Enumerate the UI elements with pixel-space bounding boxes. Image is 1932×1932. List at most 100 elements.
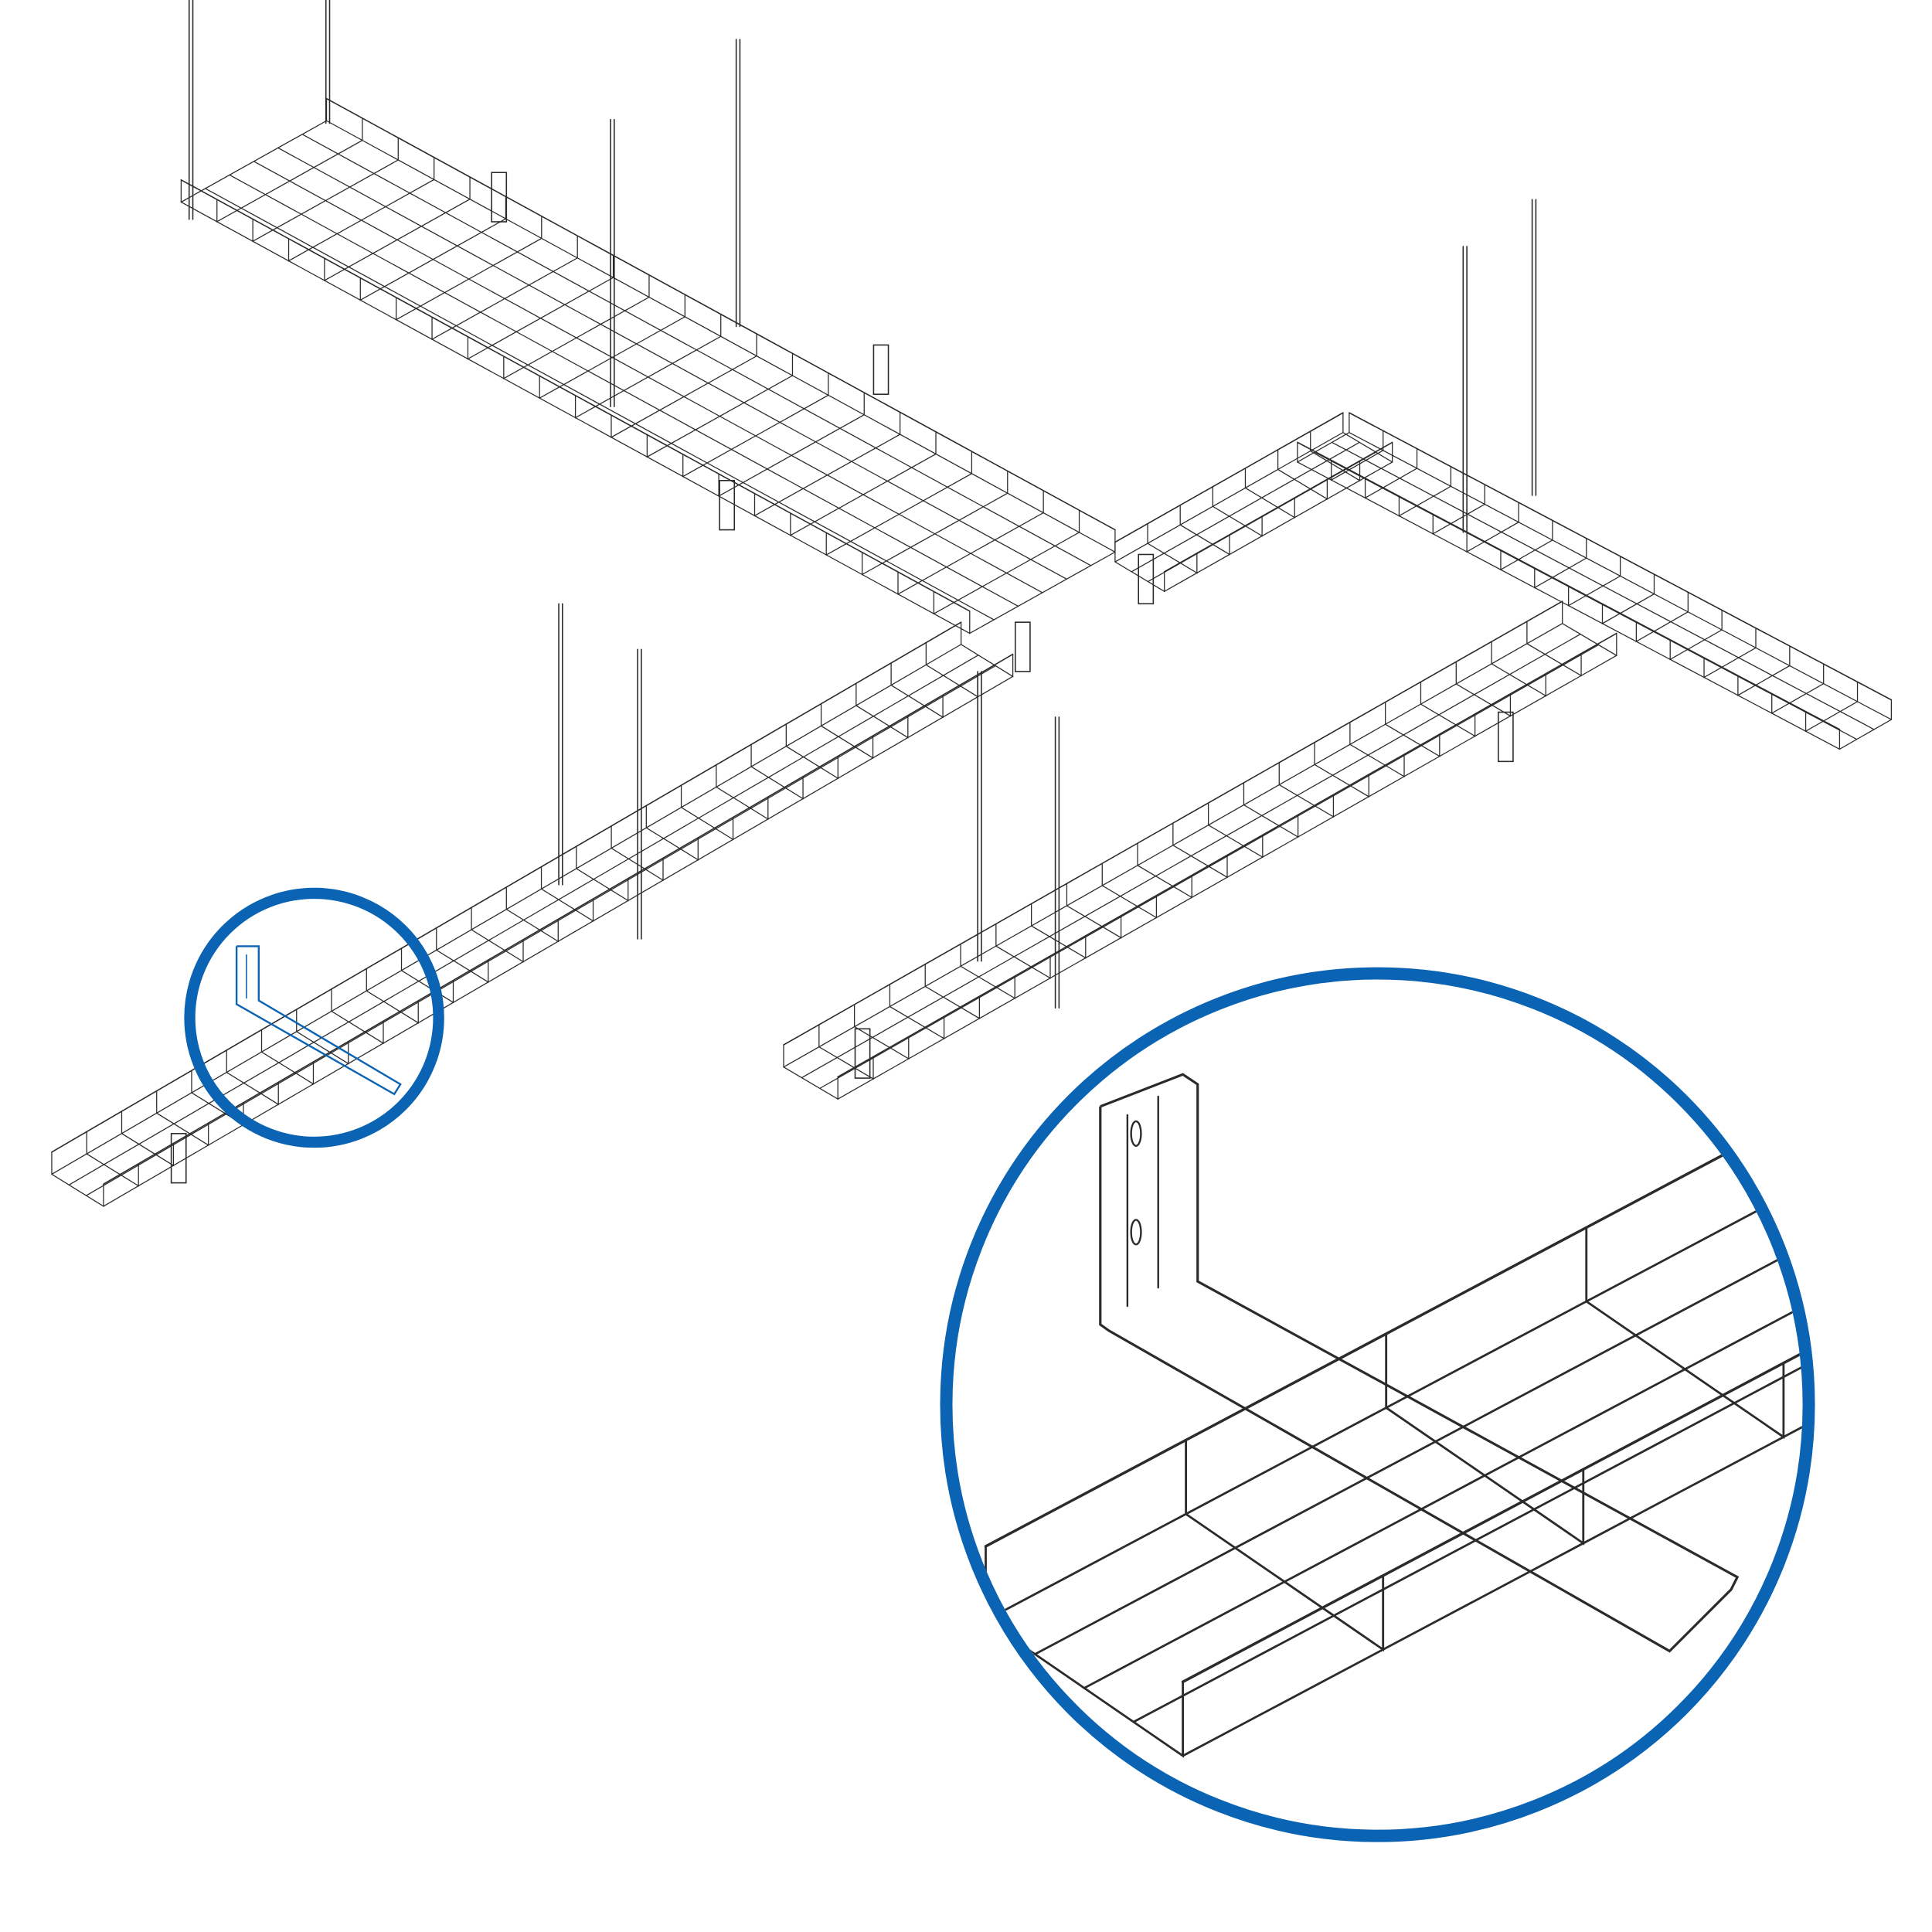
tray-cross-wire: [1703, 628, 1757, 679]
highlighted-wall-bracket: [235, 945, 402, 1096]
wire-mesh-trays: [51, 97, 1893, 1208]
tray-cross-wire: [1562, 601, 1617, 657]
tray-cross-wire: [260, 1029, 315, 1085]
tray-top-rail: [1114, 412, 1344, 543]
cable-tray-section: [1297, 412, 1893, 750]
tray-cross-wire: [1568, 556, 1621, 607]
callout-ring-small: [184, 887, 444, 1148]
tray-cross-wire: [396, 216, 543, 321]
tray-floor-wire: [1164, 461, 1393, 592]
tray-cross-wire: [897, 490, 1044, 595]
tray-cross-wire: [861, 471, 1009, 576]
tray-cross-wire: [820, 703, 874, 759]
tray-cross-wire: [855, 683, 909, 739]
tray-cross-wire: [1342, 413, 1393, 464]
detail-callout-magnified: [940, 967, 1815, 1842]
tray-top-rail: [103, 653, 1014, 1185]
tray-cross-wire: [1601, 574, 1655, 624]
tray-cross-wire: [1534, 538, 1587, 589]
tray-cross-wire: [1385, 1333, 1585, 1546]
tray-cross-wire: [331, 988, 384, 1045]
tray-cross-wire: [574, 314, 722, 419]
tray-cross-wire: [1526, 621, 1582, 677]
tray-cross-wire: [1838, 699, 1893, 750]
tray-cross-wire: [1297, 413, 1350, 463]
tray-cross-wire: [1432, 484, 1485, 535]
support-bracket: [1497, 711, 1514, 763]
tray-cross-wire: [1212, 486, 1263, 537]
tray-cross-wire: [1185, 1440, 1385, 1652]
tray-cross-wire: [1277, 449, 1328, 500]
tray-cross-wire: [1310, 431, 1361, 481]
tray-cross-wire: [467, 255, 614, 360]
magnified-detail: [984, 1073, 1803, 1758]
tray-cross-wire: [682, 372, 829, 478]
tray-cross-wire: [1331, 430, 1384, 481]
tray-cross-wire: [180, 98, 328, 203]
tray-cross-wire: [960, 944, 1015, 999]
support-bracket: [872, 344, 889, 396]
tray-cross-wire: [1243, 782, 1299, 838]
tray-cross-wire: [1349, 722, 1405, 777]
tray-cross-wire: [1179, 505, 1230, 556]
tray-cross-wire: [646, 353, 794, 458]
tray-cross-wire: [785, 724, 838, 780]
tray-cross-wire: [1066, 883, 1122, 939]
support-bracket: [1014, 621, 1031, 672]
bracket-slot: [1130, 1120, 1142, 1147]
tray-cross-wire: [1114, 542, 1165, 593]
tray-cross-wire: [889, 984, 945, 1040]
tray-cross-wire: [86, 1131, 139, 1187]
tray-cross-wire: [1137, 843, 1192, 899]
tray-cross-wire: [783, 1045, 838, 1100]
tray-cross-wire: [825, 451, 973, 556]
tray-cross-wire: [925, 642, 978, 698]
tray-cross-wire: [216, 117, 363, 223]
support-bracket: [854, 1028, 871, 1079]
tray-cross-wire: [359, 196, 507, 301]
tray-cross-wire: [503, 274, 650, 379]
tray-cross-wire: [1669, 610, 1723, 661]
tray-cross-wire: [1491, 641, 1546, 697]
tray-cross-wire: [400, 948, 454, 1004]
tray-cross-wire: [324, 177, 471, 282]
tray-cross-wire: [1278, 762, 1335, 818]
tray-cross-wire: [539, 294, 685, 400]
cable-tray-section: [783, 600, 1617, 1100]
tray-cross-wire: [933, 510, 1080, 615]
tray-cross-wire: [1208, 802, 1264, 859]
tray-cross-wire: [296, 1009, 349, 1065]
tray-cross-wire: [540, 866, 594, 922]
support-bracket: [170, 1133, 187, 1184]
tray-cross-wire: [853, 1004, 910, 1060]
tray-floor-wire: [1182, 1329, 1803, 1757]
tray-cross-wire: [1635, 592, 1689, 643]
tray-cross-wire: [1771, 664, 1825, 715]
tray-top-rail: [1297, 441, 1841, 730]
callout-ring-large: [940, 967, 1815, 1842]
tray-cross-wire: [960, 622, 1014, 678]
tray-cross-wire: [366, 968, 419, 1024]
tray-cross-wire: [890, 662, 944, 719]
tray-cross-wire: [1500, 520, 1553, 571]
cable-tray-section: [51, 621, 1014, 1208]
tray-cross-wire: [1364, 448, 1418, 499]
tray-cross-wire: [995, 923, 1051, 979]
tray-cross-wire: [753, 412, 901, 517]
tray-cross-wire: [471, 907, 524, 963]
threaded-rods: [188, 0, 1537, 1009]
tray-cross-wire: [1466, 502, 1519, 553]
tray-cross-wire: [431, 236, 578, 341]
tray-cross-wire: [1785, 1121, 1803, 1333]
support-bracket: [491, 172, 508, 223]
tray-floor-wire: [1131, 441, 1360, 573]
wall-bracket-magnified: [1099, 1073, 1740, 1653]
tray-cross-wire: [1585, 1227, 1785, 1440]
bracket-slot: [1130, 1219, 1142, 1246]
tray-cross-wire: [1737, 645, 1791, 696]
tray-cross-wire: [121, 1111, 175, 1167]
tray-cross-wire: [1172, 823, 1228, 879]
tray-cross-wire: [1385, 702, 1440, 757]
tray-cross-wire: [611, 825, 664, 882]
